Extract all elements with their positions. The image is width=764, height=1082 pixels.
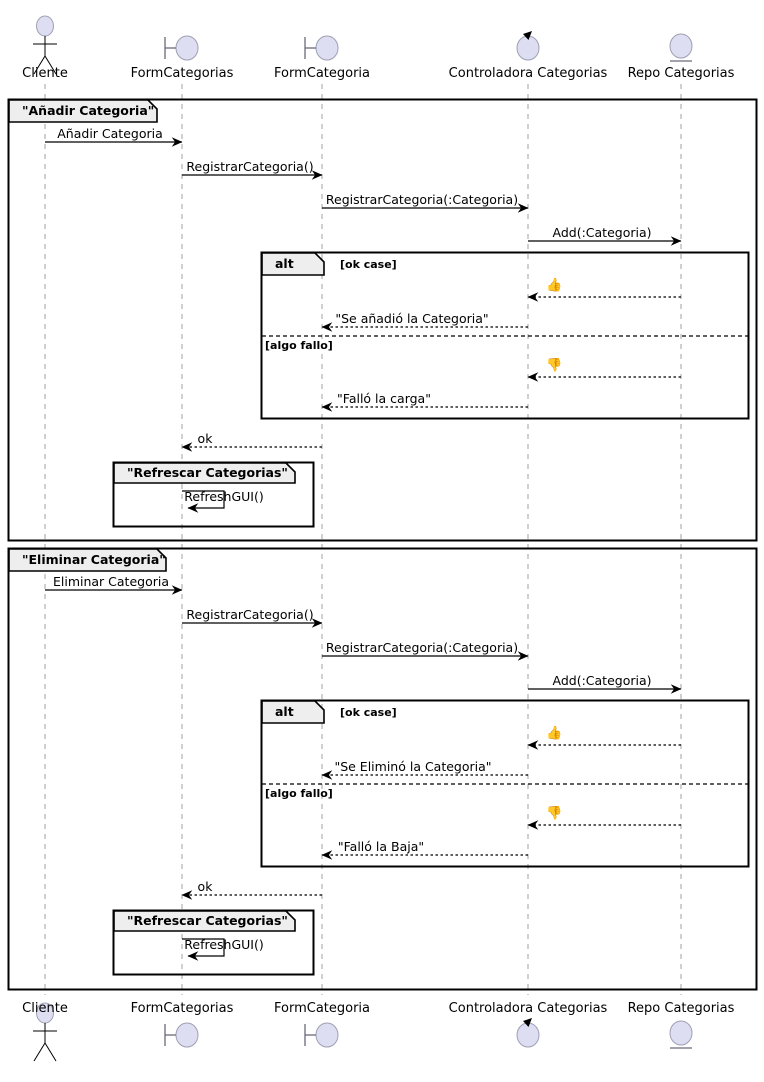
- participant-label-cliente: Cliente: [22, 66, 68, 81]
- fragment-tab-anadir: [8, 99, 158, 123]
- fragment-tab-refrescar2: [113, 910, 296, 932]
- fragment-guard-alt1-1: [algo fallo]: [265, 339, 333, 352]
- fragment-title-alt2: alt: [275, 704, 294, 719]
- self-message-arrow-m20: [182, 938, 225, 961]
- message-label-m10: RefreshGUI(): [184, 489, 264, 504]
- fragment-title-eliminar: "Eliminar Categoria": [22, 552, 166, 567]
- fragment-tab-alt2: [261, 700, 325, 724]
- self-message-arrow-m10: [182, 490, 225, 513]
- fragment-tab-alt1: [261, 252, 325, 276]
- boundary-icon: [304, 1022, 339, 1048]
- fragment-guard-alt2-1: [algo fallo]: [265, 787, 333, 800]
- actor-stickman-icon: [33, 1002, 57, 1062]
- message-label-m11: Eliminar Categoria: [52, 574, 170, 589]
- fragment-border-eliminar: [7, 547, 758, 991]
- participant-label-formcat: FormCategoria: [273, 66, 371, 81]
- message-label-m13: RegistrarCategoria(:Categoria): [325, 640, 519, 655]
- message-label-m16: "Se Eliminó la Categoria": [334, 759, 492, 774]
- participant-label-footer-cliente: Cliente: [22, 1001, 68, 1016]
- participant-label-footer-formcats: FormCategorias: [130, 1001, 234, 1016]
- thumbs-down-icon: 👎: [546, 358, 563, 373]
- message-label-m6: "Se añadió la Categoria": [335, 311, 489, 326]
- participant-label-footer-controladora: Controladora Categorias: [448, 1001, 608, 1016]
- message-label-m14: Add(:Categoria): [552, 673, 652, 688]
- thumbs-up-icon: 👍: [546, 278, 563, 293]
- fragment-guard-alt1-0: [ok case]: [340, 258, 397, 271]
- thumbs-up-icon: 👍: [546, 726, 563, 741]
- fragment-tab-refrescar1: [113, 462, 296, 484]
- fragment-border-alt1: [260, 251, 750, 420]
- message-label-m12: RegistrarCategoria(): [186, 607, 314, 622]
- boundary-icon: [164, 35, 199, 61]
- boundary-icon: [164, 1022, 199, 1048]
- fragment-title-refrescar2: "Refrescar Categorias": [127, 913, 288, 928]
- message-label-m19: ok: [197, 879, 213, 894]
- control-icon: [516, 1018, 540, 1048]
- message-label-m8: "Falló la carga": [337, 391, 431, 406]
- boundary-icon: [304, 35, 339, 61]
- entity-icon: [669, 1020, 693, 1049]
- actor-stickman-icon: [33, 15, 57, 75]
- participant-label-footer-formcat: FormCategoria: [273, 1001, 371, 1016]
- fragment-title-alt1: alt: [275, 256, 294, 271]
- message-label-m4: Add(:Categoria): [552, 225, 652, 240]
- participant-label-repo: Repo Categorias: [627, 66, 735, 81]
- control-icon: [516, 31, 540, 61]
- message-label-m3: RegistrarCategoria(:Categoria): [325, 192, 519, 207]
- fragment-border-anadir: [7, 98, 758, 542]
- fragment-guard-alt2-0: [ok case]: [340, 706, 397, 719]
- message-label-m2: RegistrarCategoria(): [186, 159, 314, 174]
- fragment-title-refrescar1: "Refrescar Categorias": [127, 465, 288, 480]
- fragment-title-anadir: "Añadir Categoria": [22, 103, 155, 118]
- participant-label-formcats: FormCategorias: [130, 66, 234, 81]
- message-label-m20: RefreshGUI(): [184, 937, 264, 952]
- participant-label-controladora: Controladora Categorias: [448, 66, 608, 81]
- message-label-m1: Añadir Categoria: [57, 126, 163, 141]
- fragment-border-alt2: [260, 699, 750, 868]
- participant-label-footer-repo: Repo Categorias: [627, 1001, 735, 1016]
- entity-icon: [669, 33, 693, 62]
- message-label-m18: "Falló la Baja": [337, 839, 425, 854]
- fragment-tab-eliminar: [8, 548, 167, 572]
- thumbs-down-icon: 👎: [546, 806, 563, 821]
- message-label-m9: ok: [197, 431, 213, 446]
